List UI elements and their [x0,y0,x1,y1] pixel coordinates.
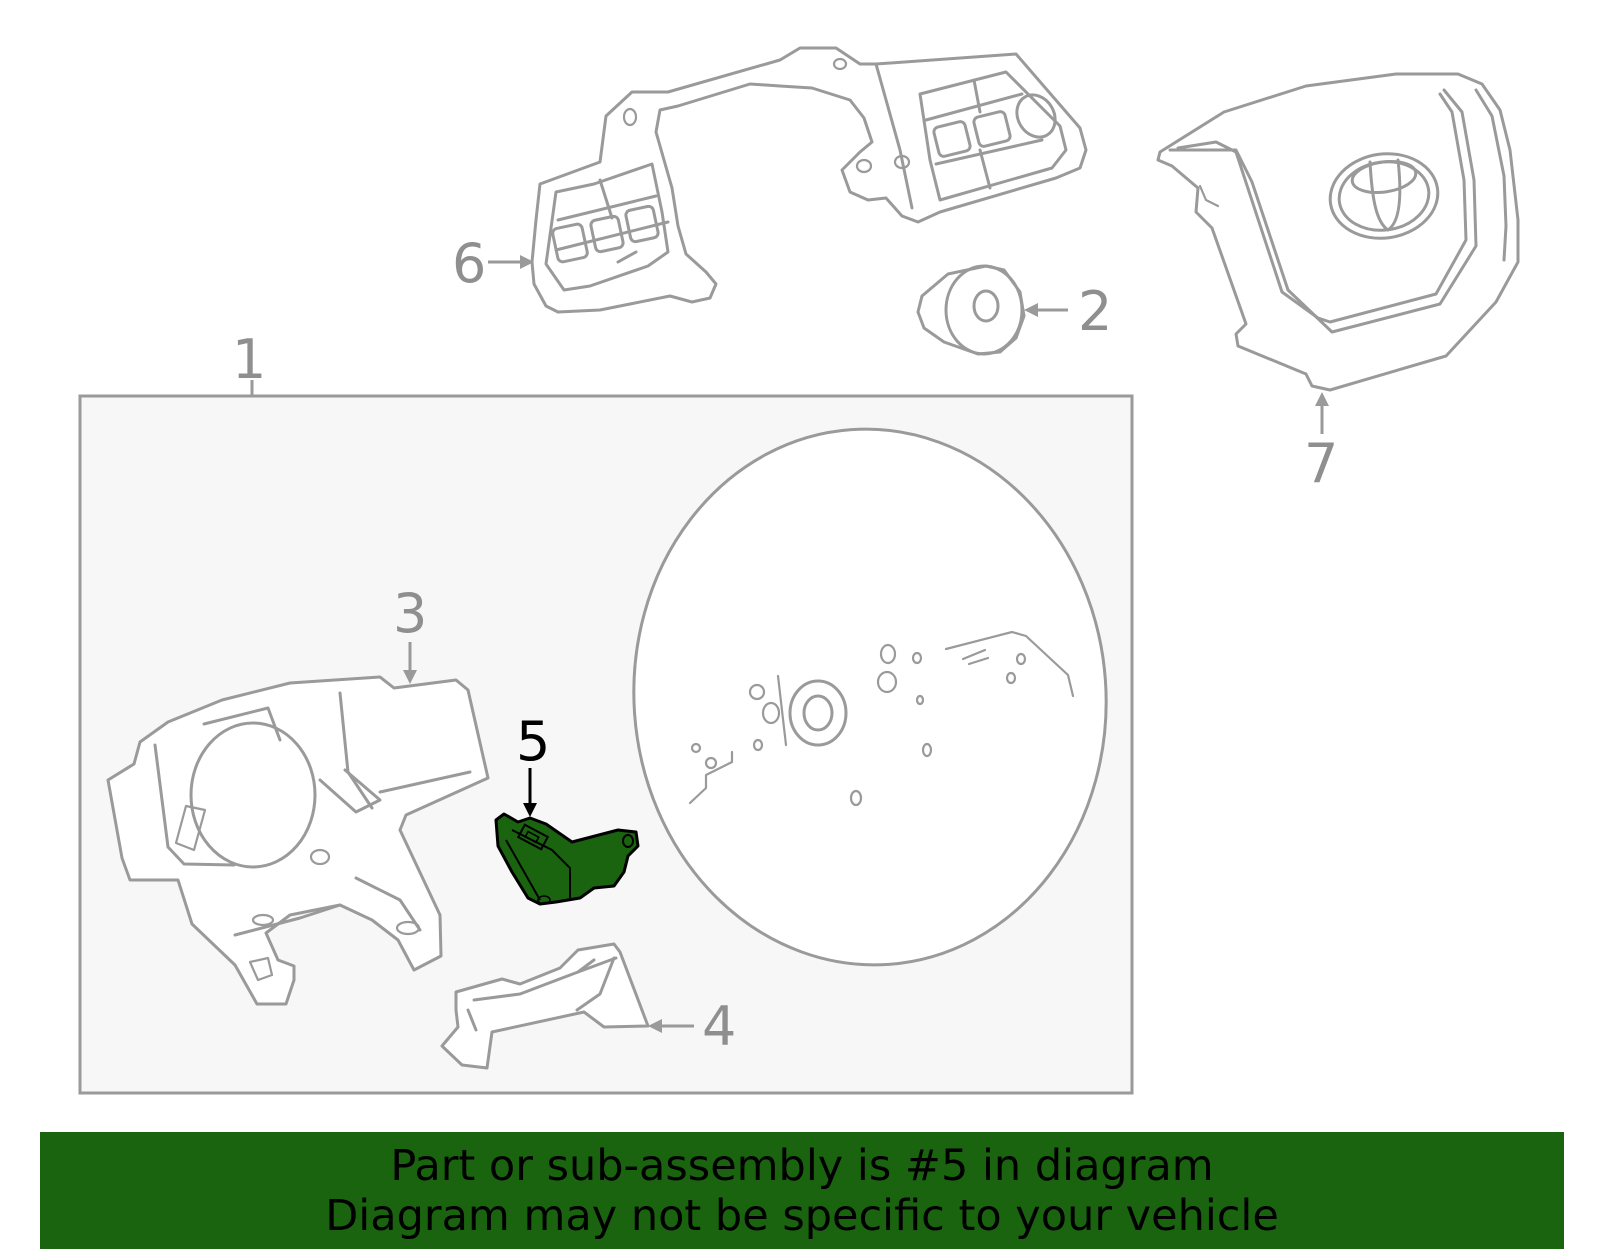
part-6-switch-bezel [530,46,1088,314]
callout-7: 7 [1304,432,1338,495]
banner-line-part: Part or sub-assembly is #5 in diagram [390,1140,1214,1191]
callout-6: 6 [452,232,486,295]
steering-wheel-hub [632,427,1108,967]
info-banner: Part or sub-assembly is #5 in diagram Di… [40,1132,1564,1249]
part-4-lower-cover [440,942,650,1070]
part-3-steering-cover [106,675,490,1006]
arrow-3 [403,670,417,684]
part-2-horn-button [916,264,1026,356]
callout-2: 2 [1078,280,1112,343]
callout-4: 4 [702,995,736,1058]
callout-3: 3 [393,582,427,645]
part-5-steering-switch [494,812,640,906]
callout-5: 5 [516,710,550,773]
banner-line-disclaimer: Diagram may not be specific to your vehi… [325,1190,1279,1241]
callout-1: 1 [232,328,266,391]
arrow-4 [648,1019,662,1033]
arrow-2 [1024,303,1038,317]
arrow-6 [520,255,534,269]
arrow-7 [1315,392,1329,406]
arrow-5 [523,803,537,817]
part-7-airbag-module [1156,72,1520,392]
parts-diagram: 1 [78,46,1520,1095]
